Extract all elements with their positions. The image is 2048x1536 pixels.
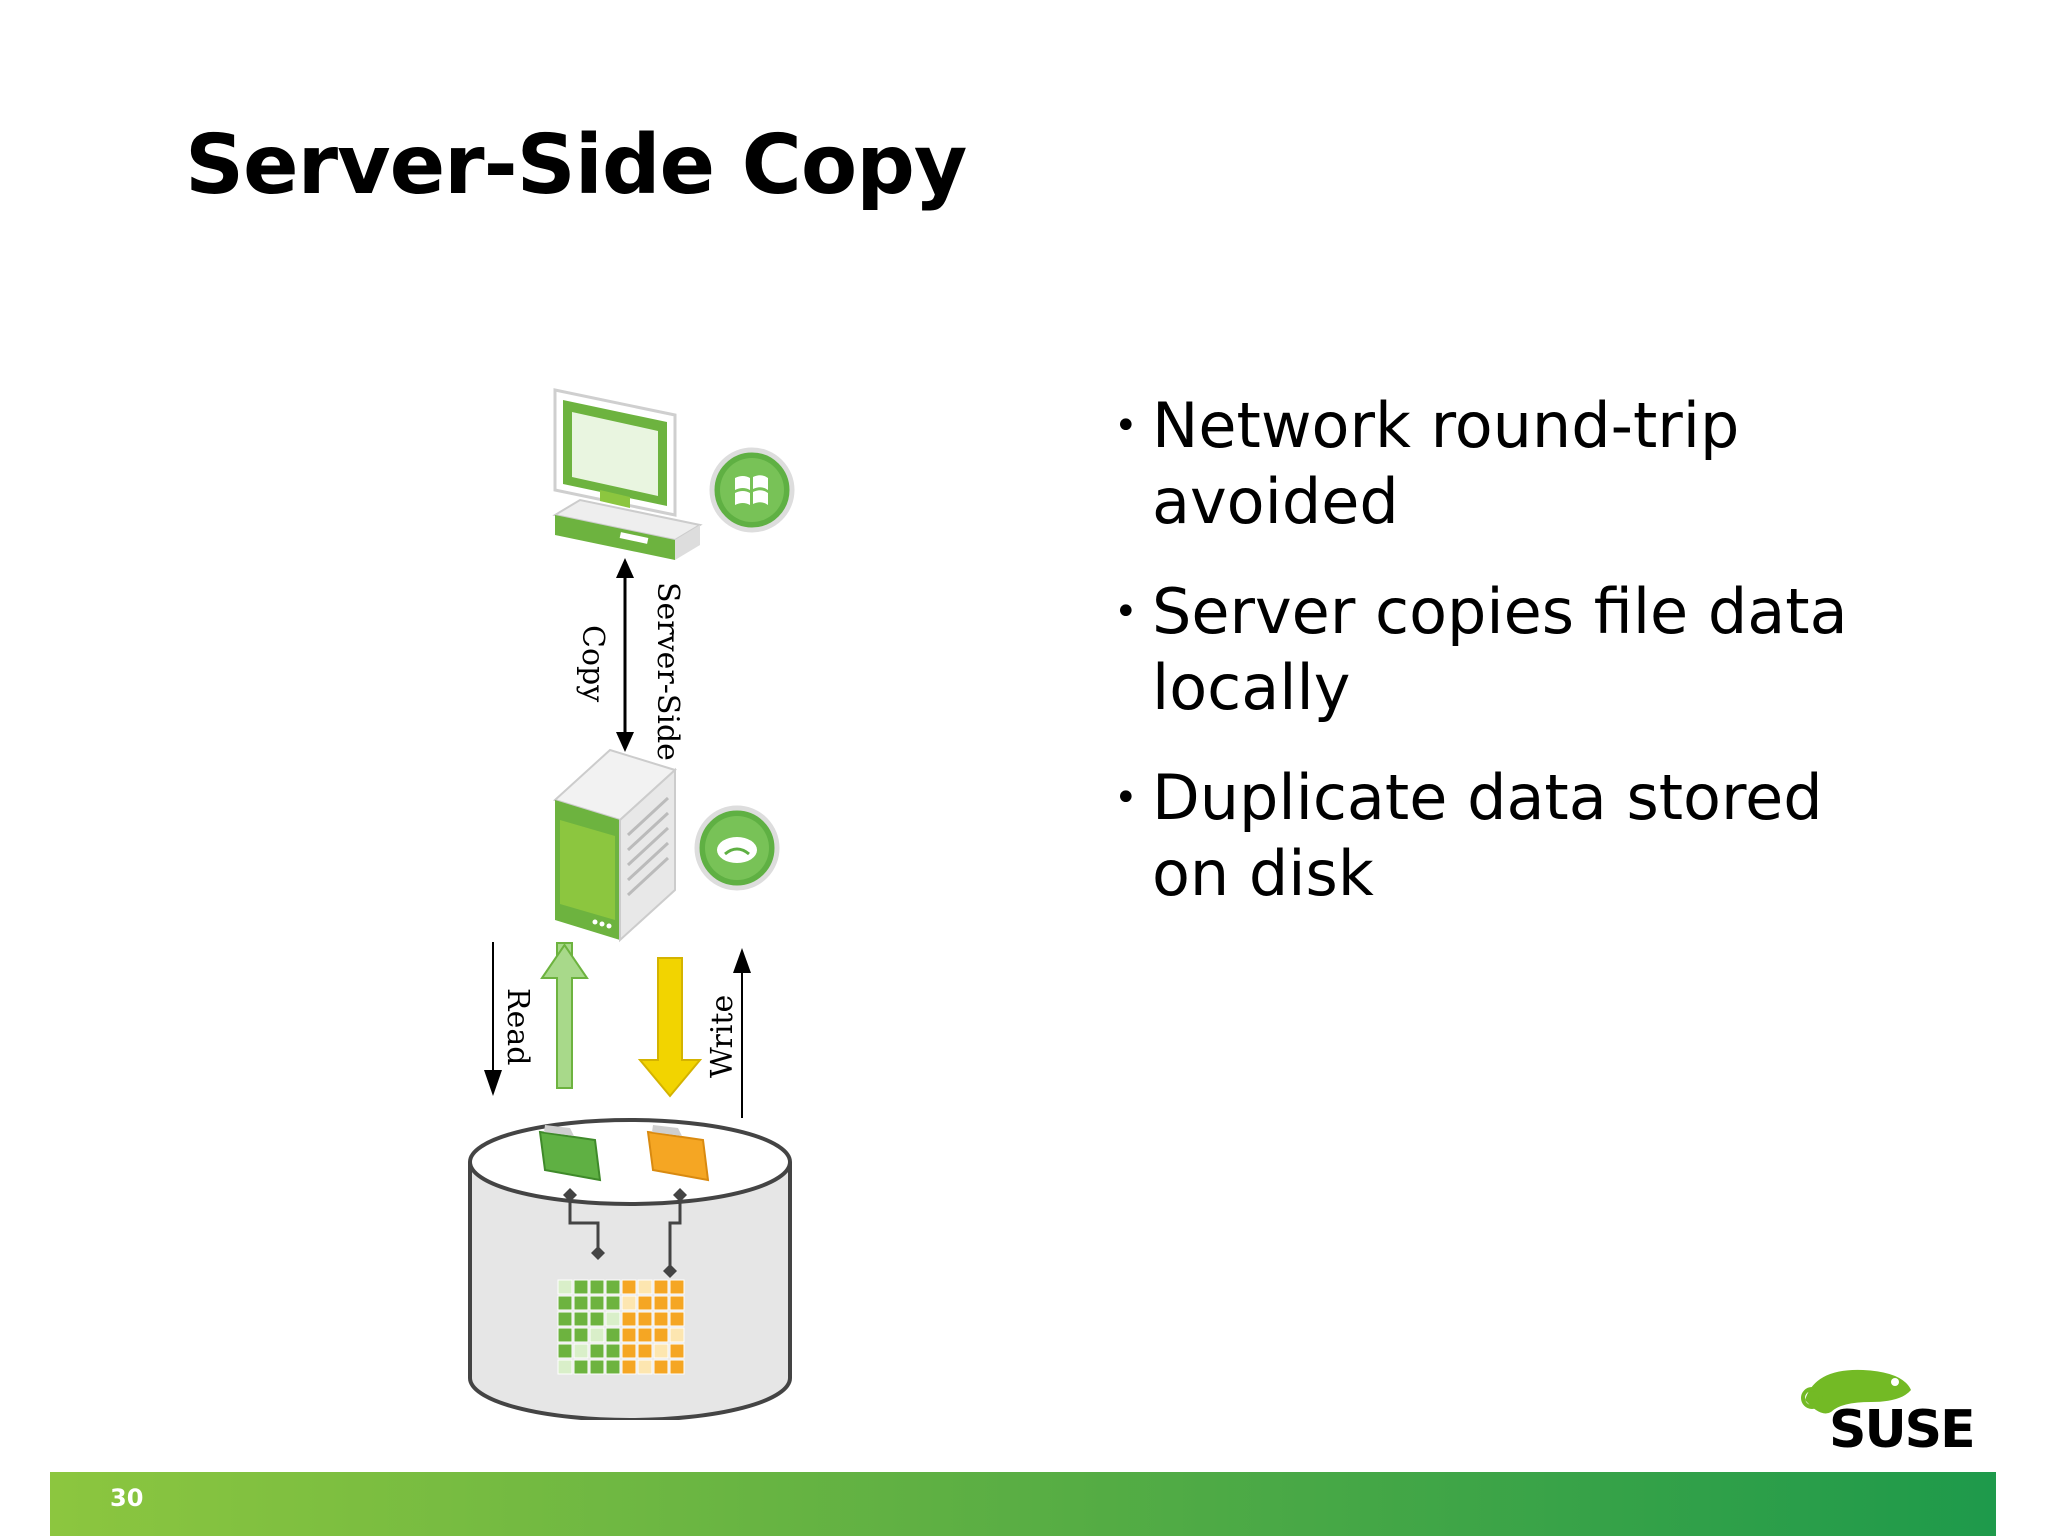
server-side-copy-diagram: Server-Side Copy Read Write [460,380,840,1422]
data-block [621,1279,637,1295]
server-side-copy-arrow [616,558,634,752]
data-block [557,1359,573,1375]
data-block [637,1295,653,1311]
data-block [653,1279,669,1295]
data-block [621,1311,637,1327]
opensuse-logo-icon [694,805,780,891]
data-block [653,1311,669,1327]
data-block [669,1279,685,1295]
folder-connectors [568,1196,682,1268]
data-block [605,1343,621,1359]
data-block [605,1327,621,1343]
data-block [637,1311,653,1327]
green-read-arrow-icon [540,942,589,1089]
data-block [637,1343,653,1359]
data-block [557,1343,573,1359]
data-block [605,1311,621,1327]
footer-bar [50,1472,1996,1536]
data-block [669,1311,685,1327]
data-block [573,1295,589,1311]
data-block [605,1279,621,1295]
suse-wordmark: SUSE [1829,1400,1976,1460]
bullet-item: • Server copies file data locally [1100,574,1860,726]
bullet-text: Duplicate data stored on disk [1152,761,1823,910]
data-block [637,1359,653,1375]
copy-label: Copy [575,625,610,703]
suse-logo: SUSE [1795,1360,1985,1460]
data-block [621,1327,637,1343]
data-block [573,1311,589,1327]
data-block [653,1327,669,1343]
chameleon-logo-icon [1801,1369,1911,1414]
data-block [557,1295,573,1311]
storage-disk-icon [468,1118,792,1422]
orange-folder-icon [646,1125,710,1182]
green-folder-icon [538,1125,602,1182]
data-block [573,1359,589,1375]
data-block [589,1343,605,1359]
bullet-dot-icon: • [1114,775,1138,821]
bullet-item: • Duplicate data stored on disk [1100,760,1860,912]
data-block [653,1295,669,1311]
slide-title: Server-Side Copy [185,118,967,213]
data-block [557,1279,573,1295]
data-block [637,1327,653,1343]
page-number: 30 [110,1484,144,1512]
server-side-label: Server-Side [650,582,685,761]
windows-logo-icon [709,447,795,533]
data-block [573,1327,589,1343]
data-block [669,1295,685,1311]
data-block [621,1359,637,1375]
client-computer-icon [552,388,703,560]
bullet-dot-icon: • [1114,403,1138,449]
write-label: Write [705,994,740,1078]
data-block [557,1327,573,1343]
bullet-text: Server copies file data locally [1152,575,1848,724]
data-block [589,1359,605,1375]
data-block [653,1359,669,1375]
data-block [637,1279,653,1295]
data-block [589,1327,605,1343]
data-block [605,1295,621,1311]
data-block [589,1311,605,1327]
data-block [621,1295,637,1311]
data-block [557,1311,573,1327]
bullet-item: • Network round-trip avoided [1100,388,1860,540]
bullet-dot-icon: • [1114,589,1138,635]
read-label: Read [500,988,535,1066]
data-block [653,1343,669,1359]
data-block [605,1359,621,1375]
data-block [589,1279,605,1295]
data-blocks-grid [557,1279,685,1375]
data-block [669,1359,685,1375]
data-block [669,1327,685,1343]
data-block [589,1295,605,1311]
data-block [573,1343,589,1359]
data-block [669,1343,685,1359]
bullet-text: Network round-trip avoided [1152,389,1740,538]
server-icon [553,748,677,943]
data-block [621,1343,637,1359]
data-block [573,1279,589,1295]
bullet-list: • Network round-trip avoided • Server copi… [1100,388,1860,946]
write-arrow [733,948,751,1118]
yellow-write-arrow-icon [637,957,703,1098]
read-arrow [484,942,502,1096]
